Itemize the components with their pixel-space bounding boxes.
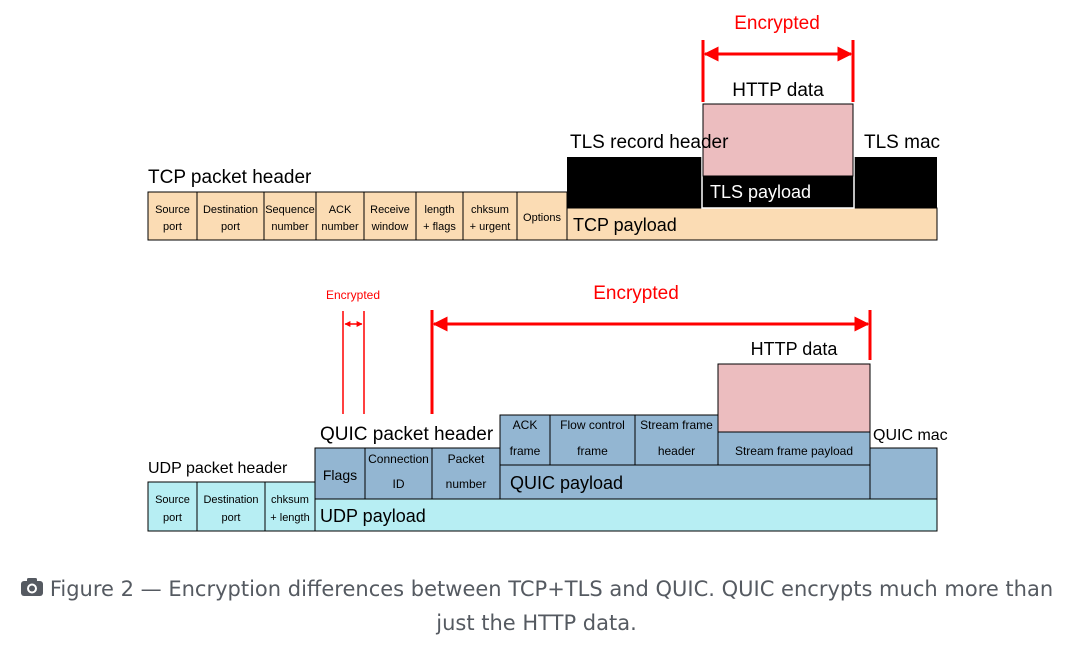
tcp-field-chksum-urgent-line2: + urgent — [470, 221, 511, 233]
quic-field-flags — [314, 447, 366, 500]
udp-packet-header-label: UDP packet header — [148, 460, 288, 477]
quic-small-encrypted-label: Encrypted — [326, 288, 380, 302]
tcp-field-sequence-number — [263, 191, 317, 241]
tls-http-data-block — [702, 103, 854, 177]
quic-frame-ack-line1: ACK — [513, 418, 538, 432]
tcp-field-receive-window-line2: window — [371, 221, 409, 233]
figure-caption: Figure 2 — Encryption differences betwee… — [0, 573, 1073, 640]
quic-frame-flow-control-line2: frame — [577, 444, 608, 458]
tcp-header-fields: Source port Destination port Sequence nu… — [147, 191, 568, 241]
quic-frame-ack-line2: frame — [510, 444, 541, 458]
quic-frame-stream-header-line2: header — [658, 444, 695, 458]
quic-http-data-label: HTTP data — [751, 339, 839, 359]
camera-icon — [20, 574, 44, 607]
quic-packet-header-label: QUIC packet header — [320, 424, 494, 445]
quic-field-connection-id — [364, 447, 433, 500]
tcp-field-ack-number-line2: number — [321, 221, 359, 233]
tcp-field-chksum-urgent — [462, 191, 518, 241]
tcp-tls-diagram: TCP packet header Source port Destinatio… — [147, 13, 940, 241]
quic-frame-stream-header-line1: Stream frame — [640, 418, 713, 432]
udp-field-destination-port-line1: Destination — [203, 494, 258, 506]
tls-payload-box — [701, 102, 855, 209]
encryption-diagram: TCP packet header Source port Destinatio… — [147, 13, 948, 532]
quic-field-packet-number — [431, 447, 501, 500]
tcp-field-options — [516, 191, 568, 241]
udp-payload-label: UDP payload — [320, 506, 426, 526]
quic-mac-label: QUIC mac — [873, 427, 948, 444]
quic-payload-label: QUIC payload — [510, 473, 623, 493]
tcp-field-sequence-number-line1: Sequence — [265, 204, 315, 216]
tcp-field-length-flags — [415, 191, 464, 241]
udp-field-destination-port — [196, 481, 266, 532]
tls-mac-label: TLS mac — [864, 132, 940, 153]
tcp-field-ack-number-line1: ACK — [329, 204, 352, 216]
quic-field-flags-label: Flags — [323, 467, 357, 483]
tcp-field-receive-window-line1: Receive — [370, 204, 410, 216]
udp-field-chksum-length-line1: chksum — [271, 494, 309, 506]
tcp-payload-block — [566, 207, 938, 241]
tcp-field-length-flags-line1: length — [425, 204, 455, 216]
tcp-packet-header-label: TCP packet header — [148, 167, 312, 188]
udp-field-source-port — [147, 481, 198, 532]
tcp-field-chksum-urgent-line1: chksum — [471, 204, 509, 216]
tls-record-header-label: TLS record header — [570, 132, 729, 153]
caption-text: Figure 2 — Encryption differences betwee… — [49, 577, 1054, 635]
udp-payload-block — [314, 498, 938, 532]
quic-field-packet-number-line2: number — [446, 477, 487, 491]
quic-stream-frame-payload-label: Stream frame payload — [735, 444, 853, 458]
quic-mac-block — [869, 447, 938, 500]
quic-field-packet-number-line1: Packet — [448, 452, 485, 466]
udp-field-chksum-length — [264, 481, 316, 532]
tcp-field-destination-port-line1: Destination — [203, 204, 258, 216]
tcp-payload-label: TCP payload — [573, 215, 677, 235]
tcp-field-sequence-number-line2: number — [271, 221, 309, 233]
quic-http-data-block — [717, 363, 871, 433]
udp-field-source-port-line1: Source — [155, 494, 190, 506]
tcp-field-length-flags-line2: + flags — [423, 221, 456, 233]
tcp-field-source-port — [147, 191, 198, 241]
quic-large-encrypted-label: Encrypted — [593, 283, 679, 304]
tls-encrypted-label: Encrypted — [734, 13, 820, 34]
quic-payload-block — [499, 464, 871, 500]
tcp-field-source-port-line1: Source — [155, 204, 190, 216]
quic-frame-flow-control — [549, 414, 636, 466]
udp-field-chksum-length-line2: + length — [270, 512, 309, 524]
udp-field-source-port-line2: port — [163, 512, 182, 524]
udp-field-destination-port-line2: port — [222, 512, 241, 524]
quic-frame-stream-header — [634, 414, 719, 466]
tcp-field-receive-window — [363, 191, 417, 241]
tcp-field-options-label: Options — [523, 212, 561, 224]
quic-udp-diagram: UDP packet header Source port Destinatio… — [147, 283, 948, 532]
tcp-field-destination-port-line2: port — [221, 221, 240, 233]
tcp-field-source-port-line2: port — [163, 221, 182, 233]
tcp-field-destination-port — [196, 191, 265, 241]
quic-frame-flow-control-line1: Flow control — [560, 418, 625, 432]
tls-http-data-label: HTTP data — [732, 80, 824, 101]
quic-field-connection-id-line2: ID — [393, 477, 405, 491]
tls-payload-label: TLS payload — [710, 182, 811, 202]
quic-field-connection-id-line1: Connection — [368, 452, 429, 466]
